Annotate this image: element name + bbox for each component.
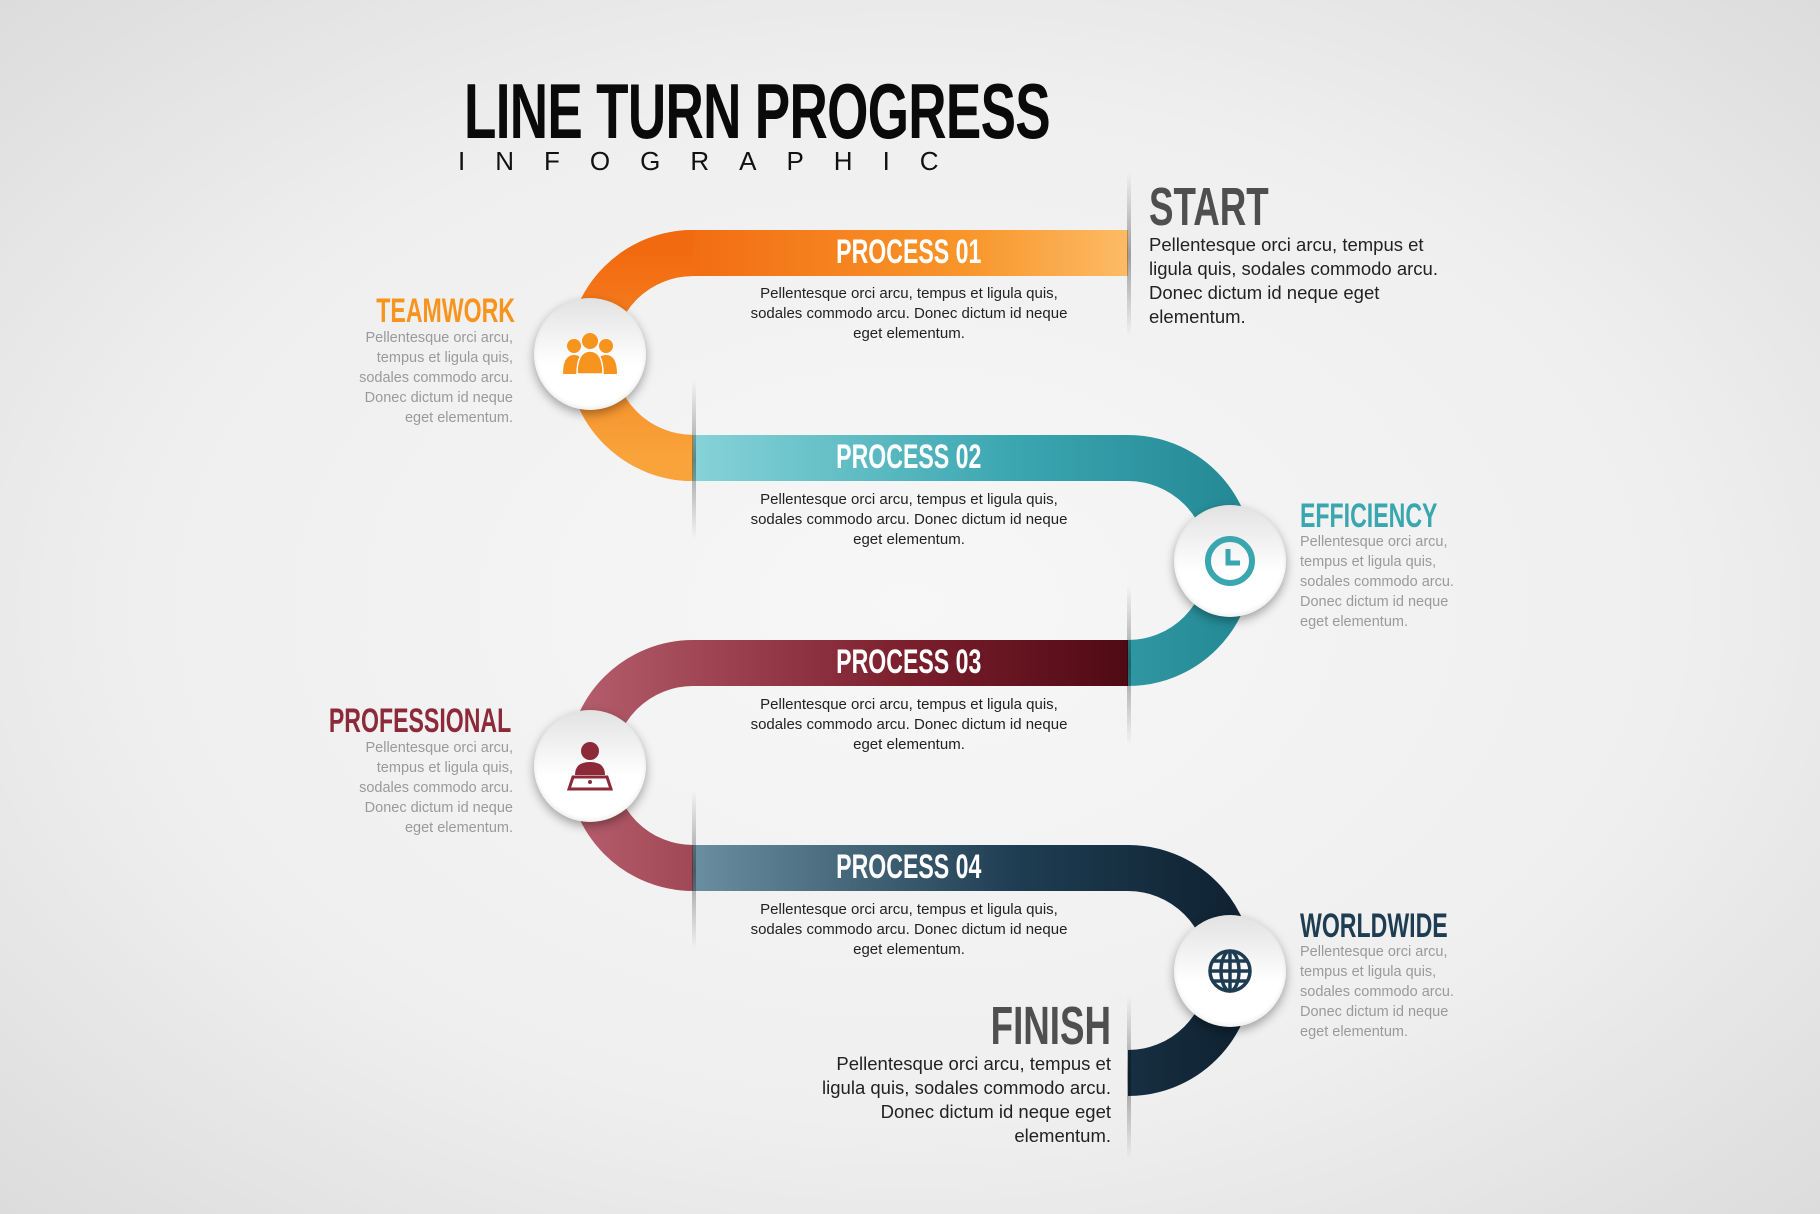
divider [692,790,696,950]
professional-title-text: PROFESSIONAL [328,702,511,740]
finish-text: Pellentesque orci arcu, tempus et ligula… [822,1053,1111,1146]
process-04-text: Pellentesque orci arcu, tempus et ligula… [750,901,1068,958]
page-subtitle: INFOGRAPHIC [458,146,969,176]
divider [1127,172,1131,337]
start-text: Pellentesque orci arcu, tempus et ligula… [1149,234,1438,327]
teamwork-text: Pellentesque orci arcu, tempus et ligula… [359,330,513,426]
band-process-02 [693,435,1254,686]
band-process-03 [567,640,1128,891]
start-title: START [1149,176,1325,238]
process-03-label-text: PROCESS 03 [836,643,982,681]
process-01-text: Pellentesque orci arcu, tempus et ligula… [750,285,1068,342]
people-icon [563,333,617,375]
finish-title: FINISH [811,995,1111,1057]
efficiency-title: EFFICIENCY [1300,497,1502,536]
worldwide-title: WORLDWIDE [1300,907,1517,946]
start-title-text: START [1149,177,1269,237]
globe-icon [1208,949,1252,993]
process-01-label-text: PROCESS 01 [836,233,982,271]
clock-icon [1205,536,1255,586]
process-02-label-text: PROCESS 02 [836,438,982,476]
teamwork-title-text: TEAMWORK [376,292,515,330]
worldwide-title-text: WORLDWIDE [1300,907,1448,945]
efficiency-title-text: EFFICIENCY [1300,497,1438,535]
worldwide-text: Pellentesque orci arcu, tempus et ligula… [1300,944,1454,1040]
efficiency-node [1174,505,1286,617]
worldwide-node [1174,915,1286,1027]
process-01-label: PROCESS 01 [709,233,1109,272]
process-03-text: Pellentesque orci arcu, tempus et ligula… [750,696,1068,753]
laptop-user-icon [567,742,613,791]
page-title: LINE TURN PROGRESS [464,67,1051,155]
professional-title: PROFESSIONAL [211,702,511,741]
process-04-label-text: PROCESS 04 [836,848,982,886]
process-03-label: PROCESS 03 [709,643,1109,682]
teamwork-node [534,298,646,410]
process-02-label: PROCESS 02 [709,438,1109,477]
divider [692,380,696,540]
divider [1127,585,1131,745]
finish-title-text: FINISH [990,996,1111,1056]
efficiency-text: Pellentesque orci arcu, tempus et ligula… [1300,534,1454,630]
teamwork-title: TEAMWORK [311,292,515,331]
professional-text: Pellentesque orci arcu, tempus et ligula… [359,740,513,836]
process-04-label: PROCESS 04 [709,848,1109,887]
divider [1127,995,1131,1160]
process-02-text: Pellentesque orci arcu, tempus et ligula… [750,491,1068,548]
professional-node [534,710,646,822]
